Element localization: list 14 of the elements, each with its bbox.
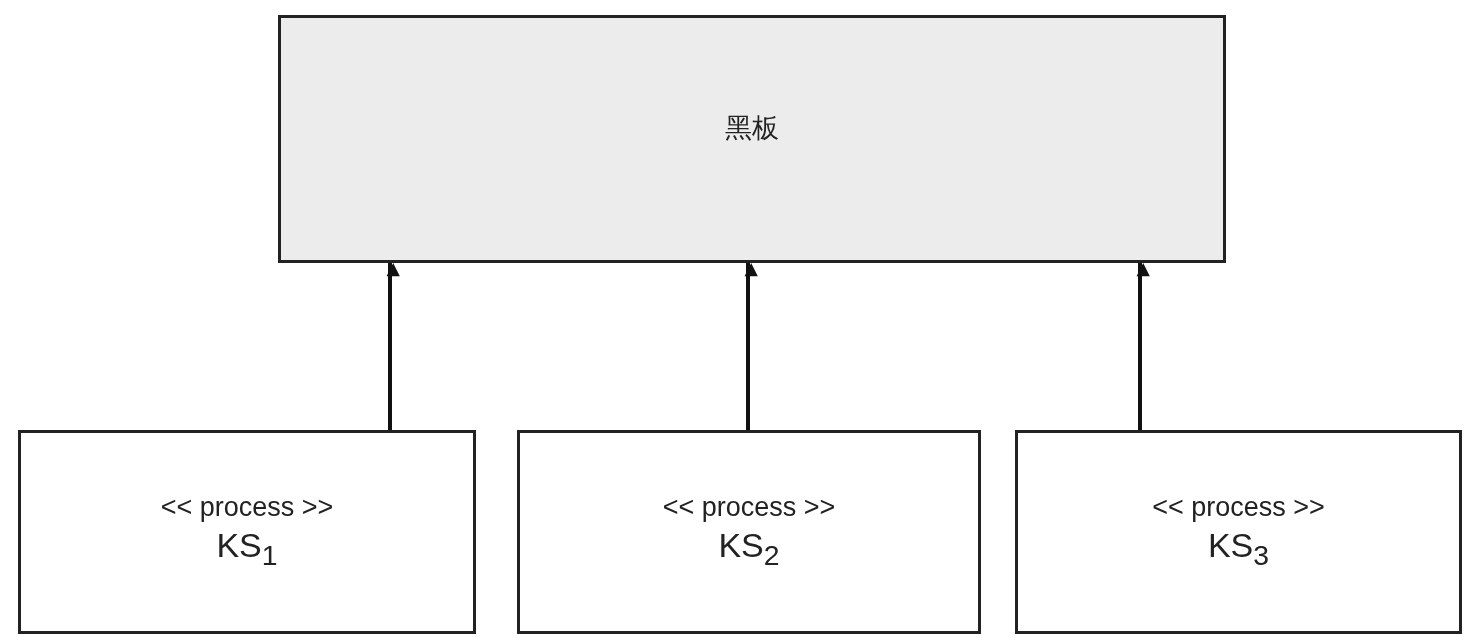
process-box: [18, 430, 476, 634]
process-box: [1015, 430, 1462, 634]
arrow: [1136, 263, 1150, 430]
process-name: KS$_{3}$: [1207, 525, 1270, 574]
process-name: KS$_{1}$: [216, 525, 278, 574]
process-box: [517, 430, 981, 634]
stereotype-label: << process >>: [160, 490, 334, 524]
stereotype-label: << process >>: [1152, 490, 1325, 524]
arrow: [386, 263, 400, 430]
blackboard-box: [278, 15, 1226, 263]
process-name: KS$_{2}$: [718, 525, 780, 574]
box-title: 黑板: [725, 112, 779, 146]
arrow: [744, 263, 758, 430]
stereotype-label: << process >>: [662, 490, 836, 524]
